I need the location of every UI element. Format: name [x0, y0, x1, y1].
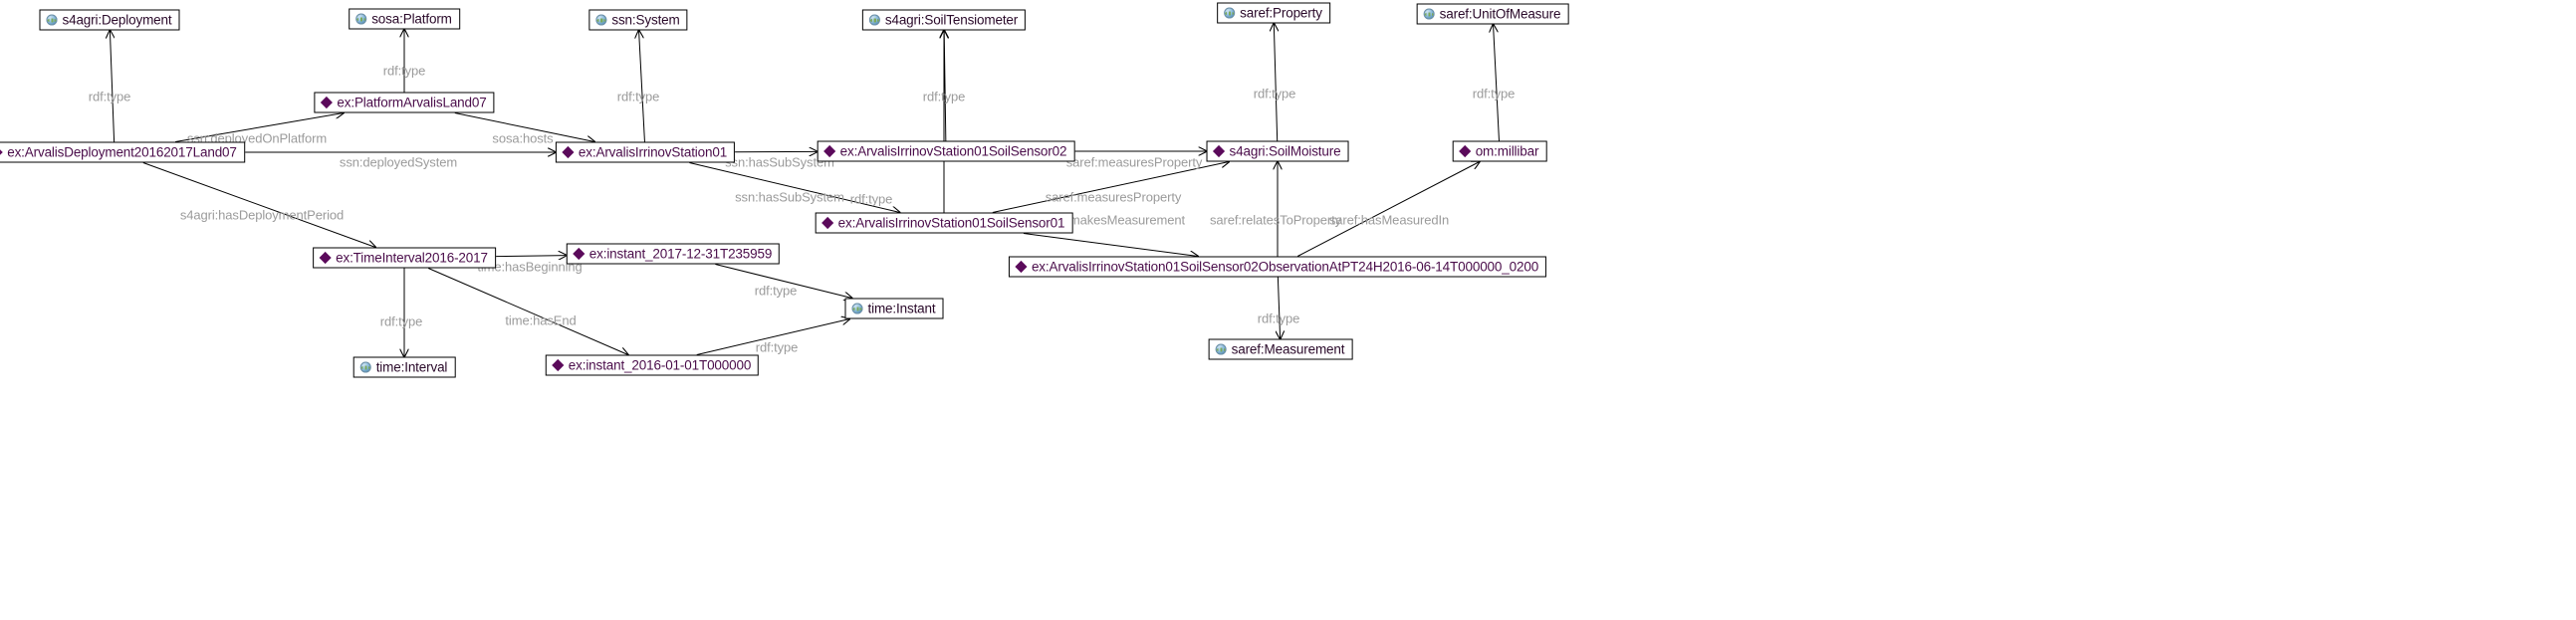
- graph-node-label: ex:ArvalisIrrinovStation01: [578, 144, 728, 160]
- graph-edge-e19: [1278, 277, 1280, 339]
- edge-label-e1: rdf:type: [88, 89, 131, 104]
- edge-label-e10: ssn:deployedSystem: [339, 154, 458, 170]
- edge-label-e20: s4agri:hasDeploymentPeriod: [179, 207, 345, 223]
- graph-node-label: s4agri:SoilTensiometer: [884, 12, 1019, 28]
- edge-label-e4: rdf:type: [922, 89, 966, 104]
- graph-node-label: ex:instant_2016-01-01T000000: [568, 357, 752, 373]
- globe-icon: [595, 14, 607, 26]
- graph-node-label: ex:ArvalisDeployment20162017Land07: [7, 144, 237, 160]
- graph-node-label: time:Interval: [375, 359, 448, 375]
- graph-node-ex_PlatformArvalisLand07[interactable]: ex:PlatformArvalisLand07: [314, 92, 495, 113]
- graph-node-saref_UnitOfMeasure[interactable]: saref:UnitOfMeasure: [1416, 3, 1569, 25]
- diamond-icon: [1459, 144, 1472, 158]
- diamond-icon: [821, 216, 834, 230]
- diamond-icon: [573, 247, 585, 261]
- graph-node-label: saref:Measurement: [1231, 341, 1345, 357]
- graph-edge-e21: [495, 256, 567, 257]
- graph-node-ex_ArvalisDeployment[interactable]: ex:ArvalisDeployment20162017Land07: [0, 141, 245, 163]
- graph-node-s4agri_SoilMoisture[interactable]: s4agri:SoilMoisture: [1206, 140, 1349, 162]
- graph-node-label: time:Instant: [867, 301, 936, 316]
- edge-label-e23: rdf:type: [379, 313, 423, 329]
- globe-icon: [851, 303, 863, 314]
- graph-node-label: s4agri:Deployment: [62, 12, 172, 28]
- diamond-icon: [319, 251, 332, 265]
- graph-node-label: sosa:Platform: [371, 11, 452, 27]
- graph-node-ex_Observation[interactable]: ex:ArvalisIrrinovStation01SoilSensor02Ob…: [1008, 256, 1547, 278]
- globe-icon: [355, 13, 367, 25]
- graph-node-label: ex:ArvalisIrrinovStation01SoilSensor02: [839, 143, 1067, 159]
- graph-node-label: ex:ArvalisIrrinovStation01SoilSensor02Ob…: [1031, 259, 1539, 275]
- graph-node-saref_Property[interactable]: saref:Property: [1217, 2, 1330, 24]
- graph-node-s4agri_SoilTensiometer[interactable]: s4agri:SoilTensiometer: [861, 9, 1027, 31]
- diamond-icon: [552, 358, 565, 372]
- graph-edge-e20: [142, 162, 375, 248]
- graph-node-label: ssn:System: [611, 12, 680, 28]
- edge-label-e15: saref:measuresProperty: [1045, 189, 1182, 205]
- graph-node-saref_Measurement[interactable]: saref:Measurement: [1208, 338, 1353, 360]
- edge-label-e12: ssn:hasSubSystem: [735, 189, 844, 205]
- edge-label-e3: rdf:type: [616, 89, 660, 104]
- diamond-icon: [562, 145, 575, 159]
- globe-icon: [868, 14, 880, 26]
- globe-icon: [1215, 343, 1227, 355]
- edge-label-e2: rdf:type: [382, 63, 426, 79]
- diamond-icon: [823, 144, 836, 158]
- graph-node-ex_SoilSensor02[interactable]: ex:ArvalisIrrinovStation01SoilSensor02: [817, 140, 1075, 162]
- edge-label-e22: time:hasEnd: [505, 312, 577, 328]
- graph-node-label: saref:UnitOfMeasure: [1439, 6, 1561, 22]
- graph-node-label: om:millibar: [1475, 143, 1539, 159]
- diamond-icon: [320, 96, 333, 109]
- graph-node-time_Instant[interactable]: time:Instant: [844, 298, 944, 319]
- graph-node-label: s4agri:SoilMoisture: [1229, 143, 1341, 159]
- graph-edge-e18: [1296, 162, 1480, 257]
- graph-node-ex_instant_2017[interactable]: ex:instant_2017-12-31T235959: [566, 243, 781, 265]
- graph-node-s4agri_Deployment[interactable]: s4agri:Deployment: [39, 9, 180, 31]
- diamond-icon: [1212, 144, 1226, 158]
- graph-edge-e6: [1274, 24, 1277, 141]
- graph-node-ex_ArvalisIrrinovStation01[interactable]: ex:ArvalisIrrinovStation01: [555, 141, 736, 163]
- globe-icon: [359, 361, 371, 373]
- edge-label-e19: rdf:type: [1257, 310, 1300, 326]
- edge-label-e14: saref:measuresProperty: [1065, 154, 1203, 170]
- diamond-icon: [0, 145, 3, 159]
- globe-icon: [46, 14, 58, 26]
- globe-icon: [1423, 8, 1435, 20]
- edge-label-e18: saref:hasMeasuredIn: [1328, 212, 1450, 228]
- edge-label-e6: rdf:type: [1253, 86, 1296, 102]
- graph-node-time_Interval[interactable]: time:Interval: [352, 356, 456, 378]
- edge-label-e16: saref:makesMeasurement: [1037, 212, 1186, 228]
- edge-label-e9: sosa:hosts: [492, 130, 554, 146]
- graph-node-label: ex:TimeInterval2016-2017: [336, 250, 488, 266]
- graph-node-ex_TimeInterval[interactable]: ex:TimeInterval2016-2017: [313, 247, 496, 269]
- graph-node-label: ex:ArvalisIrrinovStation01SoilSensor01: [837, 215, 1065, 231]
- graph-edge-e16: [1023, 233, 1198, 257]
- globe-icon: [1224, 7, 1236, 19]
- graph-node-label: ex:PlatformArvalisLand07: [337, 95, 487, 110]
- graph-node-ex_instant_2016[interactable]: ex:instant_2016-01-01T000000: [545, 354, 760, 376]
- diamond-icon: [1015, 260, 1028, 274]
- graph-node-ex_SoilSensor01[interactable]: ex:ArvalisIrrinovStation01SoilSensor01: [815, 212, 1073, 234]
- graph-edge-e4: [944, 31, 946, 141]
- edge-label-e24: rdf:type: [754, 283, 798, 299]
- graph-edge-e1: [110, 31, 114, 142]
- graph-node-label: ex:instant_2017-12-31T235959: [588, 246, 773, 262]
- graph-node-ssn_System[interactable]: ssn:System: [588, 9, 688, 31]
- edge-label-e7: rdf:type: [1472, 86, 1516, 102]
- graph-edge-e22: [428, 268, 628, 355]
- graph-node-om_millibar[interactable]: om:millibar: [1452, 140, 1547, 162]
- graph-edge-e7: [1494, 25, 1500, 141]
- edge-label-e17: saref:relatesToProperty: [1209, 212, 1342, 228]
- graph-node-sosa_Platform[interactable]: sosa:Platform: [349, 8, 460, 30]
- edge-label-e25: rdf:type: [755, 339, 799, 355]
- edge-label-e13: rdf:type: [849, 191, 893, 207]
- graph-node-label: saref:Property: [1240, 5, 1322, 21]
- graph-edge-e3: [639, 31, 645, 142]
